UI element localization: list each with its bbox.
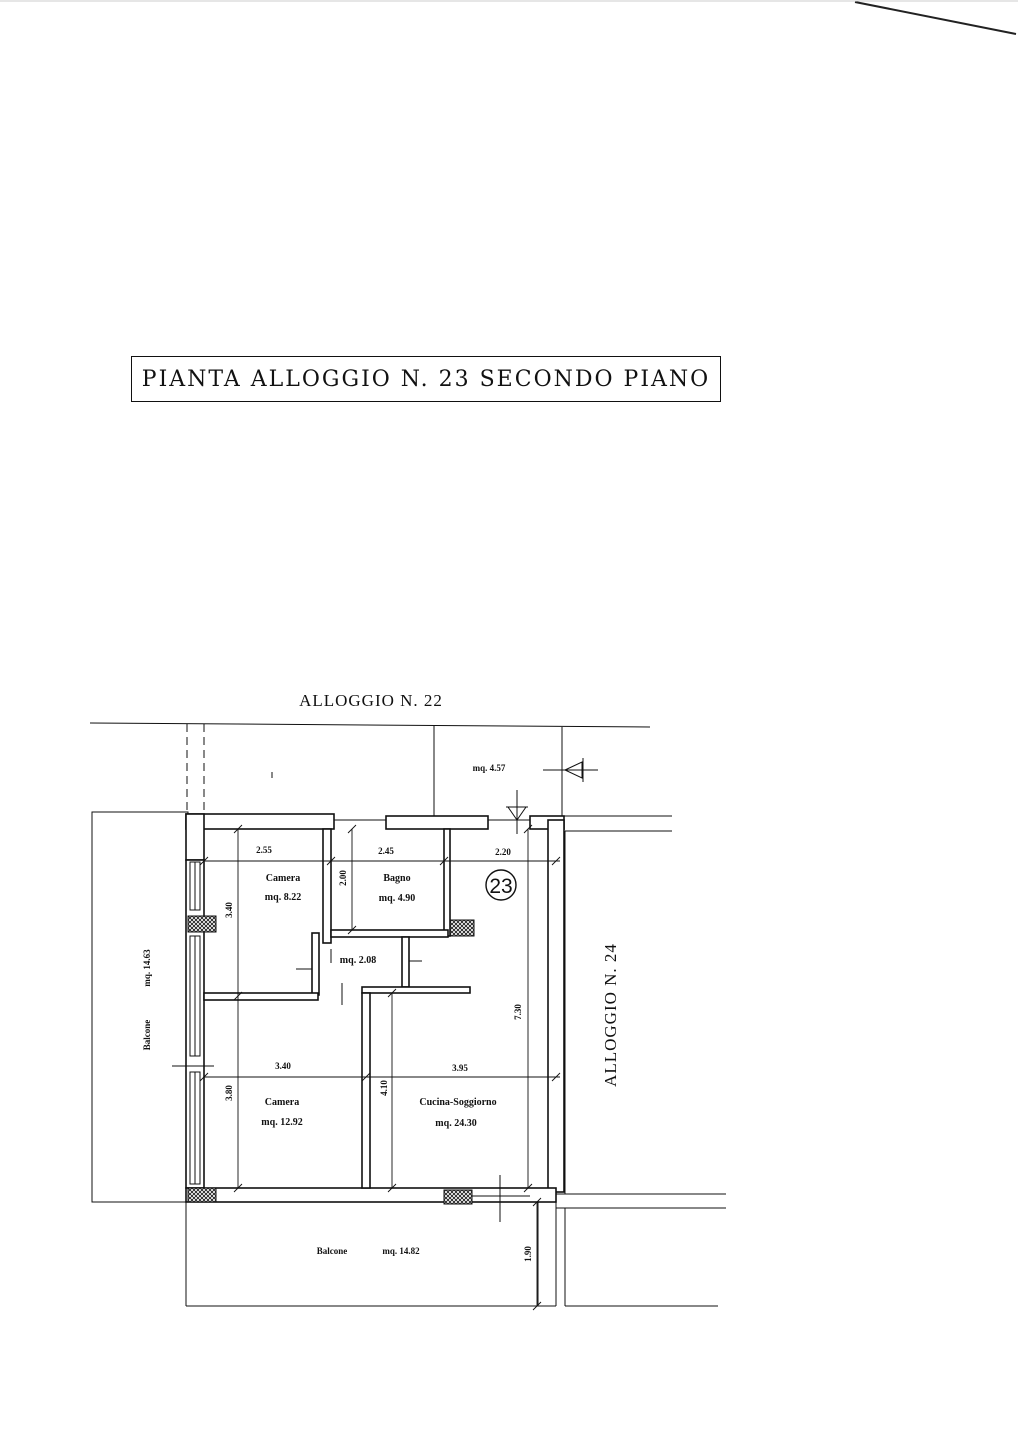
door-markers xyxy=(172,819,530,1222)
balcony-left xyxy=(91,811,189,1203)
interior-walls xyxy=(203,828,471,1189)
unit-number: 23 xyxy=(489,875,512,898)
neighbor-walls-right xyxy=(548,815,726,1307)
dim-cucina-depth-total: 7.30 xyxy=(513,1004,523,1020)
room-area-balcone-bottom: mq. 14.82 xyxy=(382,1246,420,1256)
room-area-balcone-left: mq. 14.63 xyxy=(142,949,152,987)
neighbor-label-right: ALLOGGIO N. 24 xyxy=(601,943,620,1087)
pillars xyxy=(187,915,475,1205)
room-name-camera-small: Camera xyxy=(266,873,300,884)
dim-camera-small-depth: 3.40 xyxy=(224,902,234,918)
dim-cucina-depth: 4.10 xyxy=(379,1080,389,1096)
dim-balcone-depth: 1.90 xyxy=(523,1246,533,1262)
dim-bagno-width: 2.45 xyxy=(378,846,394,856)
area-stair: mq. 4.57 xyxy=(473,763,506,773)
room-name-balcone-bottom: Balcone xyxy=(317,1246,348,1256)
unit-number-circle xyxy=(485,869,517,901)
windows-left xyxy=(189,861,201,1185)
stair-arrow-icon xyxy=(543,758,598,782)
dim-camera-small-width: 2.55 xyxy=(256,845,272,855)
dim-cucina-width: 3.95 xyxy=(452,1063,468,1073)
room-name-cucina: Cucina-Soggiorno xyxy=(419,1097,496,1108)
room-name-balcone-left: Balcone xyxy=(142,1020,152,1051)
room-area-bagno: mq. 4.90 xyxy=(379,893,415,904)
dim-camera-large-width: 3.40 xyxy=(275,1061,291,1071)
balcony-bottom xyxy=(185,1200,557,1307)
room-area-cucina: mq. 24.30 xyxy=(435,1118,476,1129)
room-name-camera-large: Camera xyxy=(265,1097,299,1108)
dimension-lines xyxy=(199,824,561,1311)
exterior-walls xyxy=(185,813,565,1203)
dim-corner-width: 2.20 xyxy=(495,847,511,857)
room-area-disimpegno: mq. 2.08 xyxy=(340,955,376,966)
neighbor-label-top: ALLOGGIO N. 22 xyxy=(299,691,443,710)
neighbor-outline-top xyxy=(89,722,651,816)
dim-camera-large-depth: 3.80 xyxy=(224,1085,234,1101)
plan-title: PIANTA ALLOGGIO N. 23 SECONDO PIANO xyxy=(131,356,721,402)
room-name-bagno: Bagno xyxy=(383,873,410,884)
room-area-camera-large: mq. 12.92 xyxy=(261,1117,302,1128)
dim-bagno-depth: 2.00 xyxy=(338,870,348,886)
room-area-camera-small: mq. 8.22 xyxy=(265,892,301,903)
entrance-arrow-icon xyxy=(506,790,528,834)
scan-edge-line xyxy=(854,1,1017,35)
